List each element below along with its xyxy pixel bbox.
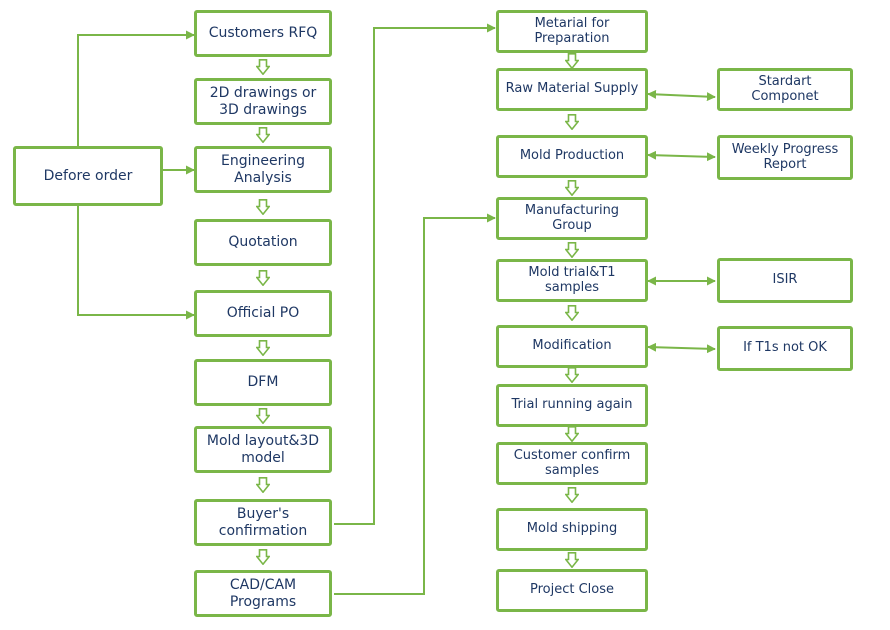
node-mold-layout-label: Mold layout&3D model — [206, 433, 320, 466]
node-before-order: Defore order — [13, 146, 163, 206]
connector-production-to-report — [647, 150, 716, 162]
node-trial-running-again: Trial running again — [496, 384, 648, 427]
down-arrow-icon — [256, 340, 270, 356]
node-material-preparation: Metarial for Preparation — [496, 10, 648, 53]
connector-buyers-to-material — [334, 23, 496, 525]
node-modification: Modification — [496, 325, 648, 368]
down-arrow-icon — [565, 242, 579, 258]
connector-before-to-rfq — [77, 30, 195, 148]
node-official-po: Official PO — [194, 290, 332, 337]
node-drawings-label: 2D drawings or 3D drawings — [209, 85, 317, 118]
node-before-order-label: Defore order — [43, 167, 133, 184]
down-arrow-icon — [565, 53, 579, 69]
down-arrow-icon — [256, 59, 270, 75]
node-cad-cam: CAD/CAM Programs — [194, 570, 332, 617]
node-t1s-not-ok: If T1s not OK — [717, 326, 853, 371]
node-customers-rfq: Customers RFQ — [194, 10, 332, 57]
node-quotation: Quotation — [194, 219, 332, 266]
connector-modification-to-t1s — [647, 342, 716, 354]
node-weekly-progress-report: Weekly Progress Report — [717, 135, 853, 180]
node-isir-label: ISIR — [772, 272, 798, 288]
node-project-close-label: Project Close — [529, 582, 615, 598]
down-arrow-icon — [565, 180, 579, 196]
node-manufacturing-group: Manufacturing Group — [496, 197, 648, 240]
down-arrow-icon — [256, 199, 270, 215]
node-mold-trial: Mold trial&T1 samples — [496, 259, 648, 302]
node-drawings: 2D drawings or 3D drawings — [194, 78, 332, 125]
node-mold-shipping-label: Mold shipping — [526, 521, 618, 537]
node-modification-label: Modification — [532, 338, 612, 354]
node-project-close: Project Close — [496, 569, 648, 612]
node-mold-production-label: Mold Production — [519, 148, 625, 164]
down-arrow-icon — [256, 549, 270, 565]
node-standard-component-label: Stardart Componet — [751, 73, 819, 104]
node-mold-production: Mold Production — [496, 135, 648, 178]
node-customer-confirm: Customer confirm samples — [496, 442, 648, 485]
node-cad-cam-label: CAD/CAM Programs — [229, 577, 297, 610]
down-arrow-icon — [256, 127, 270, 143]
node-manufacturing-group-label: Manufacturing Group — [524, 202, 620, 233]
node-standard-component: Stardart Componet — [717, 68, 853, 111]
down-arrow-icon — [565, 487, 579, 503]
node-quotation-label: Quotation — [228, 234, 298, 251]
node-buyers-confirmation-label: Buyer's confirmation — [218, 506, 308, 539]
down-arrow-icon — [565, 114, 579, 130]
connector-before-to-po — [77, 205, 195, 320]
down-arrow-icon — [256, 408, 270, 424]
node-dfm-label: DFM — [247, 374, 279, 391]
node-mold-layout: Mold layout&3D model — [194, 426, 332, 473]
down-arrow-icon — [256, 477, 270, 493]
node-weekly-progress-report-label: Weekly Progress Report — [731, 141, 839, 172]
node-engineering-analysis-label: Engineering Analysis — [221, 153, 305, 186]
node-dfm: DFM — [194, 359, 332, 406]
down-arrow-icon — [256, 270, 270, 286]
node-t1s-not-ok-label: If T1s not OK — [743, 340, 827, 356]
node-official-po-label: Official PO — [226, 305, 300, 322]
down-arrow-icon — [565, 426, 579, 442]
down-arrow-icon — [565, 367, 579, 383]
down-arrow-icon — [565, 552, 579, 568]
node-material-preparation-label: Metarial for Preparation — [534, 15, 610, 46]
node-raw-material-supply-label: Raw Material Supply — [505, 81, 639, 97]
connector-cadcam-to-manufacturing — [334, 213, 496, 595]
node-mold-shipping: Mold shipping — [496, 508, 648, 551]
down-arrow-icon — [565, 305, 579, 321]
node-raw-material-supply: Raw Material Supply — [496, 68, 648, 111]
node-engineering-analysis: Engineering Analysis — [194, 146, 332, 193]
node-buyers-confirmation: Buyer's confirmation — [194, 499, 332, 546]
node-trial-running-again-label: Trial running again — [511, 397, 633, 413]
node-customer-confirm-label: Customer confirm samples — [513, 447, 631, 478]
node-mold-trial-label: Mold trial&T1 samples — [528, 264, 616, 295]
node-isir: ISIR — [717, 258, 853, 303]
node-customers-rfq-label: Customers RFQ — [208, 25, 318, 42]
connector-raw-to-standard — [647, 89, 716, 102]
